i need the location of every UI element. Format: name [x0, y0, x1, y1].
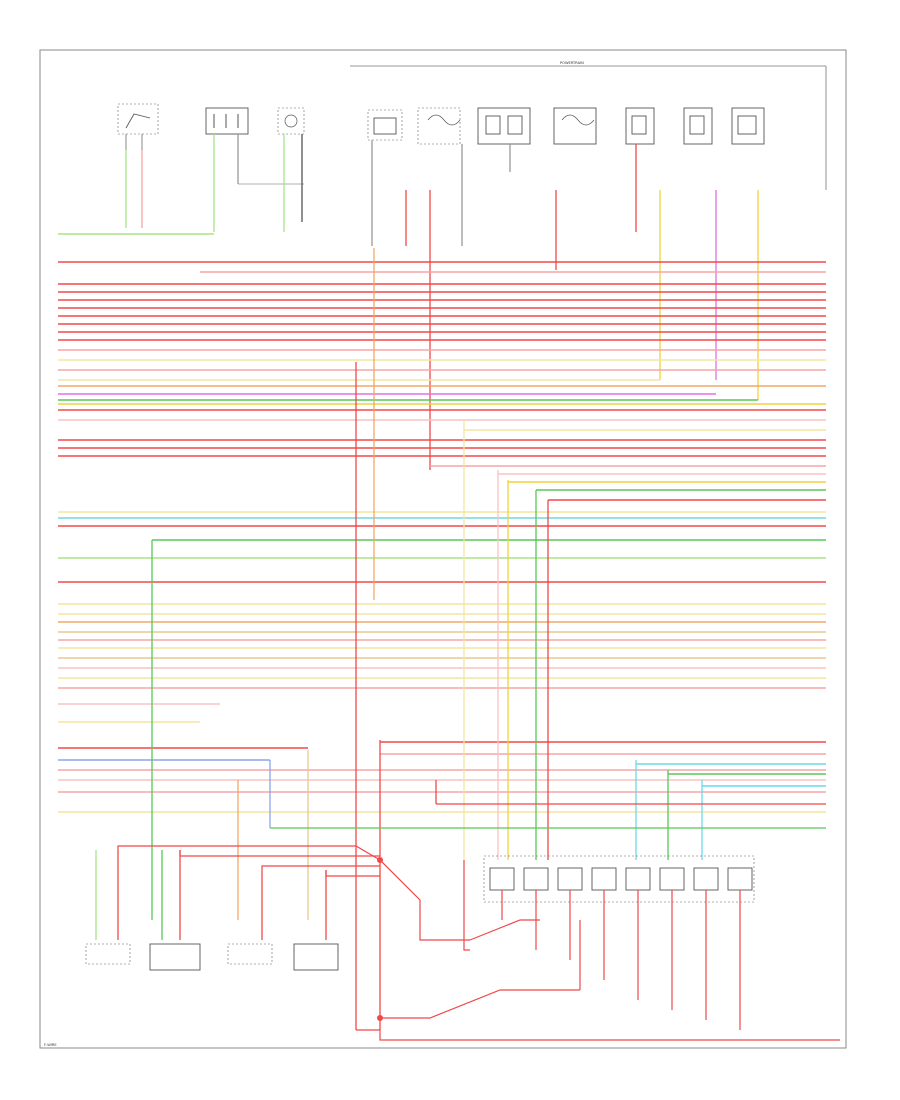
solenoid-pack — [483, 855, 755, 1030]
shift-solenoid-c — [683, 107, 713, 145]
bottom-sensor-3 — [227, 870, 273, 965]
powertrain-label: POWERTRAIN — [560, 61, 584, 65]
shift-solenoid-b — [625, 107, 655, 145]
bottom-sensor-2 — [149, 850, 201, 971]
footer-label: F-WIRE — [44, 1043, 57, 1047]
transmission-range-sensor — [367, 109, 403, 141]
diagram-frame — [39, 49, 847, 1049]
vertical-riser-wires — [151, 248, 826, 1030]
bottom-components — [85, 845, 840, 1041]
relay-component — [205, 107, 249, 135]
output-shaft-speed-sensor — [731, 107, 765, 145]
horizontal-wire-bus — [58, 233, 826, 813]
bottom-sensor-4 — [293, 870, 339, 971]
shift-solenoid-a — [477, 107, 531, 145]
electronic-pressure-control — [417, 107, 461, 145]
bottom-sensor-1 — [85, 850, 131, 965]
top-drop-wires — [125, 134, 759, 470]
torque-converter-clutch — [553, 107, 597, 145]
sensor-component — [277, 107, 305, 135]
brake-switch-component — [117, 103, 159, 150]
top-components — [117, 103, 765, 150]
pcm-splice-area — [117, 845, 840, 1041]
